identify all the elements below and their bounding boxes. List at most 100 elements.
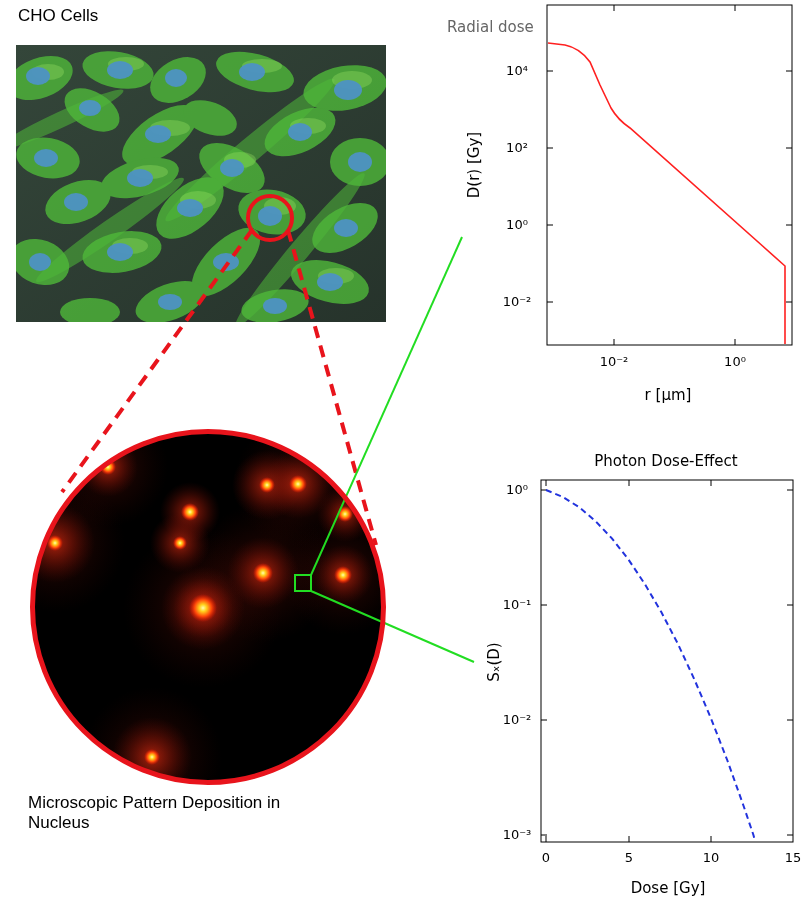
cell-nucleus [263, 298, 287, 314]
axis-tick [629, 836, 630, 842]
cell-nucleus [145, 125, 171, 143]
axis-label: D(r) [Gy] [465, 132, 483, 198]
cell-nucleus [177, 199, 203, 217]
axis-tick [735, 5, 736, 11]
track-core [189, 594, 217, 622]
cell-nucleus [348, 152, 372, 172]
tick-label: 10⁻³ [503, 827, 532, 843]
axis-tick [786, 71, 792, 72]
axis-tick [787, 720, 793, 721]
axis-tick [614, 339, 615, 345]
cell-body [178, 93, 242, 142]
axis-tick [711, 480, 712, 486]
zoom-marker [248, 196, 292, 240]
survival-plot [541, 480, 793, 842]
track-core [253, 563, 273, 583]
cell-nucleus [29, 253, 51, 271]
tick-label: 15 [785, 850, 802, 866]
cell-body [60, 298, 120, 322]
axis-tick [629, 480, 630, 486]
cell-highlight [32, 57, 372, 284]
radial-dose-plot [547, 5, 792, 345]
dose-pattern [0, 407, 403, 827]
tick-label: 10⁰ [506, 217, 528, 233]
tick-label: 10⁻² [503, 294, 532, 310]
tick-label: 10⁻¹ [503, 597, 532, 613]
axis-tick [786, 302, 792, 303]
cell-nucleus [64, 193, 88, 211]
axis-tick [711, 836, 712, 842]
track-core [47, 459, 353, 765]
axis-tick [546, 480, 547, 486]
track-halo [317, 486, 373, 542]
cell-body [212, 45, 299, 100]
axis-tick [541, 835, 547, 836]
axis-tick [547, 225, 553, 226]
axis-tick [787, 490, 793, 491]
cell-body [239, 284, 312, 322]
axis-label: Dose [Gy] [631, 879, 706, 897]
link-line [311, 591, 474, 662]
axis-tick [541, 605, 547, 606]
cell-body [39, 172, 117, 233]
cell-body [79, 46, 156, 94]
tick-label: 0 [542, 850, 550, 866]
cell-nucleus [26, 67, 50, 85]
cell-body [57, 79, 127, 140]
cell-nucleus [239, 63, 265, 81]
sample-voxel [295, 575, 311, 591]
cell-body [257, 98, 343, 166]
cell-nucleus [258, 206, 282, 226]
cell-nucleus [107, 243, 133, 261]
axis-tick [786, 225, 792, 226]
axis-tick [541, 720, 547, 721]
cell-body [16, 231, 76, 293]
cell-body [16, 133, 83, 184]
cell-nucleus [34, 149, 58, 167]
track-core [144, 749, 160, 765]
nucleus-circle: Microscopic Pattern Deposition in Nucleu… [30, 429, 386, 785]
tick-label: 10⁻² [600, 354, 629, 370]
track-core [259, 477, 275, 493]
axis-label: Sₓ(D) [485, 642, 503, 681]
track-core [337, 506, 353, 522]
track-halo [15, 437, 373, 797]
axis-tick [547, 5, 792, 345]
survival-plot [541, 480, 793, 842]
zoom-leader [288, 230, 376, 545]
cell-micrograph [16, 45, 386, 322]
micrograph-panel: CHO Cells [14, 4, 390, 326]
fibroblast-body [16, 70, 372, 322]
axis-tick [547, 148, 553, 149]
track-halo [173, 578, 233, 638]
link-line [311, 237, 462, 575]
cell-nucleus [127, 169, 153, 187]
track-core [47, 535, 63, 551]
tick-label: 10⁴ [506, 63, 528, 79]
axis-tick [541, 480, 793, 842]
track-core [289, 475, 307, 493]
cell-body [145, 165, 235, 250]
axis-tick [547, 71, 553, 72]
cell-nucleus [288, 123, 312, 141]
track-halo [161, 566, 245, 650]
zoom-leader [62, 230, 252, 492]
cell-body [130, 273, 210, 322]
tick-label: 10⁻² [503, 712, 532, 728]
cell-nucleus [158, 294, 182, 310]
axis-tick [547, 302, 553, 303]
track-core [181, 503, 199, 521]
zoom-leader [62, 230, 376, 545]
track-halo [112, 717, 192, 797]
track-halo [15, 503, 95, 583]
track-far-halo [0, 407, 403, 827]
tick-label: 10 [703, 850, 720, 866]
track-core [173, 536, 187, 550]
tick-label: 10⁰ [506, 482, 528, 498]
tick-label: 10⁰ [724, 354, 746, 370]
tick-label: 5 [625, 850, 633, 866]
cell-body [16, 45, 386, 322]
track-halo [150, 513, 210, 573]
radial-dose-plot [547, 5, 792, 345]
